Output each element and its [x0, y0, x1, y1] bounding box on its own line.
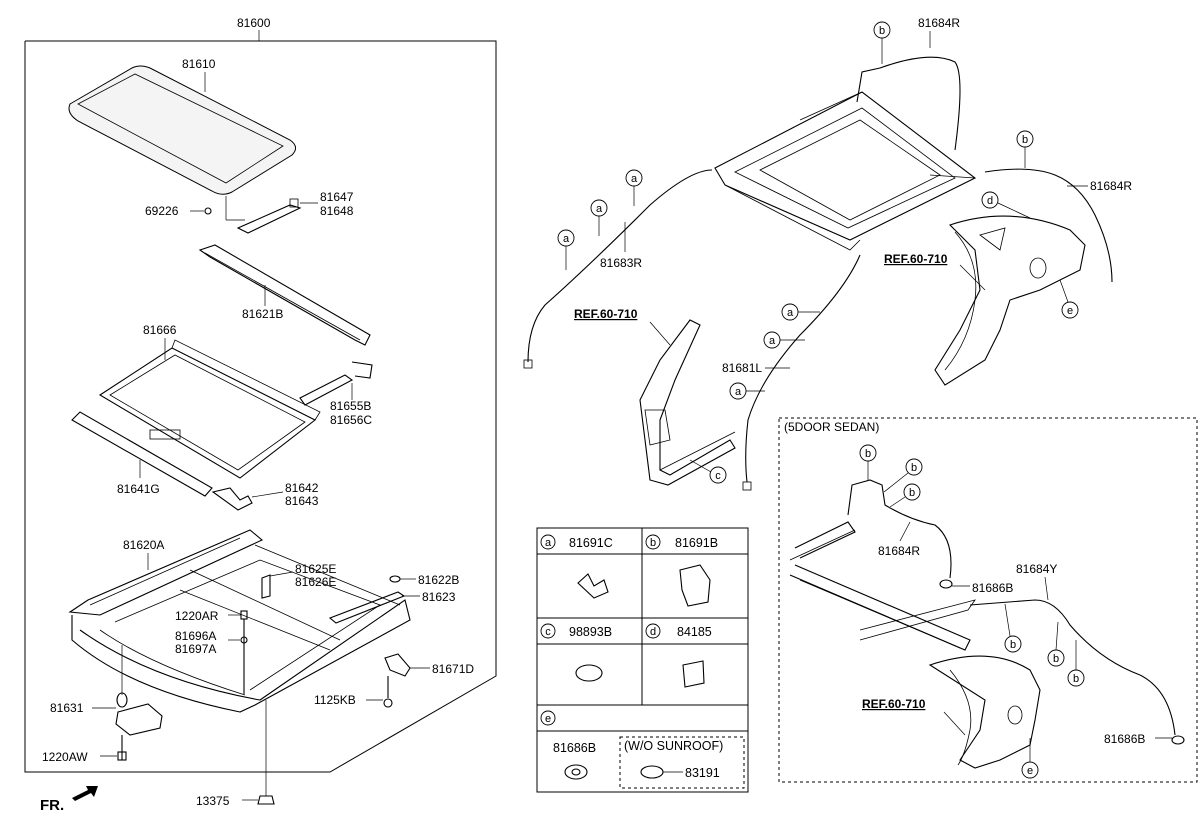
- sunroof-motor: 81631: [50, 645, 163, 736]
- part-81656C-label: 81656C: [330, 413, 372, 427]
- clip-legend-table: a 81691C b 81691B c 98893B d 84185 e 816…: [536, 527, 749, 793]
- part-81626E-label: 81626E: [295, 575, 336, 589]
- part-69226-label: 69226: [145, 204, 179, 218]
- reference-label-2: REF.60-710: [884, 252, 948, 266]
- sedan-part-81686B-b-label: 81686B: [1104, 732, 1145, 746]
- part-81610-label: 81610: [182, 57, 216, 71]
- bolt-1125KB: 1125KB: [314, 676, 393, 708]
- sedan-variant-title: (5DOOR SEDAN): [784, 420, 879, 434]
- legend-e-part: 81686B: [553, 741, 596, 755]
- sedan-variant-section: (5DOOR SEDAN) b b b 81684R 81686B 81684Y…: [778, 417, 1198, 783]
- part-81681L-label: 81681L: [722, 361, 762, 375]
- callout-b: b: [879, 25, 885, 37]
- sunroof-assembly-group: 81600 81610 69226 81647 81648 816: [24, 16, 497, 773]
- plug-13375: 13375: [196, 700, 275, 808]
- glass-bracket-parts: 69226 81647 81648: [145, 190, 354, 234]
- part-81647-label: 81647: [320, 190, 354, 204]
- sedan-callout-e: e: [1027, 765, 1033, 777]
- part-81643-label: 81643: [285, 494, 319, 508]
- part-81684R-top-label: 81684R: [918, 16, 960, 30]
- rear-quarter-reference: REF.60-710 d e: [884, 191, 1086, 386]
- part-1125KB-label: 1125KB: [314, 693, 356, 707]
- legend-d-part: 84185: [677, 625, 712, 639]
- legend-wo-sunroof-label: (W/O SUNROOF): [624, 739, 723, 753]
- sedan-callout-b-5: b: [1053, 653, 1059, 665]
- sedan-callout-b-3: b: [909, 487, 915, 499]
- front-arrow-icon: [72, 786, 98, 801]
- drain-hose-connectors: 81625E 81626E: [261, 562, 336, 599]
- legend-b-part: 81691B: [675, 536, 718, 550]
- part-81666-label: 81666: [143, 323, 177, 337]
- sedan-callout-b-4: b: [1010, 639, 1016, 651]
- front-pillar-reference: REF.60-710 c: [574, 307, 736, 486]
- sedan-callout-b-6: b: [1073, 673, 1079, 685]
- sedan-part-81684R-label: 81684R: [878, 544, 920, 558]
- front-label: FR.: [40, 797, 64, 814]
- bracket-81696A: 81696A 81697A: [175, 629, 248, 656]
- legend-e-callout: e: [545, 713, 551, 725]
- callout-b-2: b: [1022, 134, 1028, 146]
- part-1220AW-label: 1220AW: [42, 750, 88, 764]
- part-81648-label: 81648: [320, 204, 354, 218]
- callout-a-3: a: [563, 233, 570, 245]
- legend-a-part: 81691C: [569, 536, 613, 550]
- callout-c: c: [715, 470, 721, 482]
- legend-b-callout: b: [650, 537, 656, 549]
- part-81620A-label: 81620A: [123, 538, 164, 552]
- guide-rail-parts: 81622B 81623: [328, 573, 459, 624]
- sedan-callout-b-2: b: [911, 462, 917, 474]
- part-81697A-label: 81697A: [175, 642, 216, 656]
- sunshade-clip-parts: 81642 81643: [211, 481, 319, 511]
- callout-e: e: [1067, 305, 1073, 317]
- reference-label-3: REF.60-710: [862, 697, 926, 711]
- part-81623-label: 81623: [422, 590, 456, 604]
- callout-a-2: a: [596, 203, 603, 215]
- drive-cable-parts: 81655B 81656C: [299, 361, 373, 427]
- legend-d-callout: d: [650, 626, 656, 638]
- part-81671D-label: 81671D: [432, 662, 474, 676]
- roof-drain-hoses: 81684R b 81683R a a a 81681L a a a: [523, 16, 1132, 491]
- part-81684R-side-label: 81684R: [1090, 179, 1132, 193]
- sunshade-frame: 81666: [98, 323, 321, 479]
- part-81655B-label: 81655B: [330, 399, 371, 413]
- wind-deflector: 81621B: [198, 244, 371, 346]
- part-13375-label: 13375: [196, 794, 230, 808]
- assembly-number-label: 81600: [237, 16, 271, 30]
- part-81621B-label: 81621B: [242, 307, 283, 321]
- sedan-part-81686B-a-label: 81686B: [972, 581, 1013, 595]
- part-81625E-label: 81625E: [295, 562, 336, 576]
- callout-a-1: a: [631, 173, 638, 185]
- callout-d: d: [987, 195, 993, 207]
- front-direction-indicator: FR.: [40, 786, 98, 814]
- sedan-part-81684Y-label: 81684Y: [1016, 562, 1057, 576]
- part-81631-label: 81631: [50, 701, 84, 715]
- assembly-frame: [24, 40, 497, 773]
- callout-a-4: a: [787, 307, 794, 319]
- part-81683R-label: 81683R: [600, 256, 642, 270]
- legend-c-callout: c: [545, 626, 551, 638]
- legend-wo-sunroof-part: 83191: [685, 766, 720, 780]
- sedan-callout-b-1: b: [865, 448, 871, 460]
- legend-c-part: 98893B: [569, 625, 612, 639]
- sunshade-cloth: 81641G: [71, 411, 213, 497]
- reference-label-1: REF.60-710: [574, 307, 638, 321]
- bracket-81671D: 81671D: [384, 653, 474, 677]
- bolt-1220AR: 1220AR: [175, 609, 248, 694]
- bolt-1220AW: 1220AW: [42, 735, 127, 764]
- part-81622B-label: 81622B: [418, 573, 459, 587]
- callout-a-6: a: [735, 386, 742, 398]
- part-81696A-label: 81696A: [175, 629, 216, 643]
- part-81641G-label: 81641G: [117, 482, 160, 496]
- sunroof-main-frame: 81620A: [68, 529, 411, 713]
- callout-a-5: a: [769, 335, 776, 347]
- sunroof-glass-panel: 81610: [68, 57, 296, 195]
- part-81642-label: 81642: [285, 481, 319, 495]
- part-1220AR-label: 1220AR: [175, 609, 219, 623]
- legend-a-callout: a: [545, 537, 552, 549]
